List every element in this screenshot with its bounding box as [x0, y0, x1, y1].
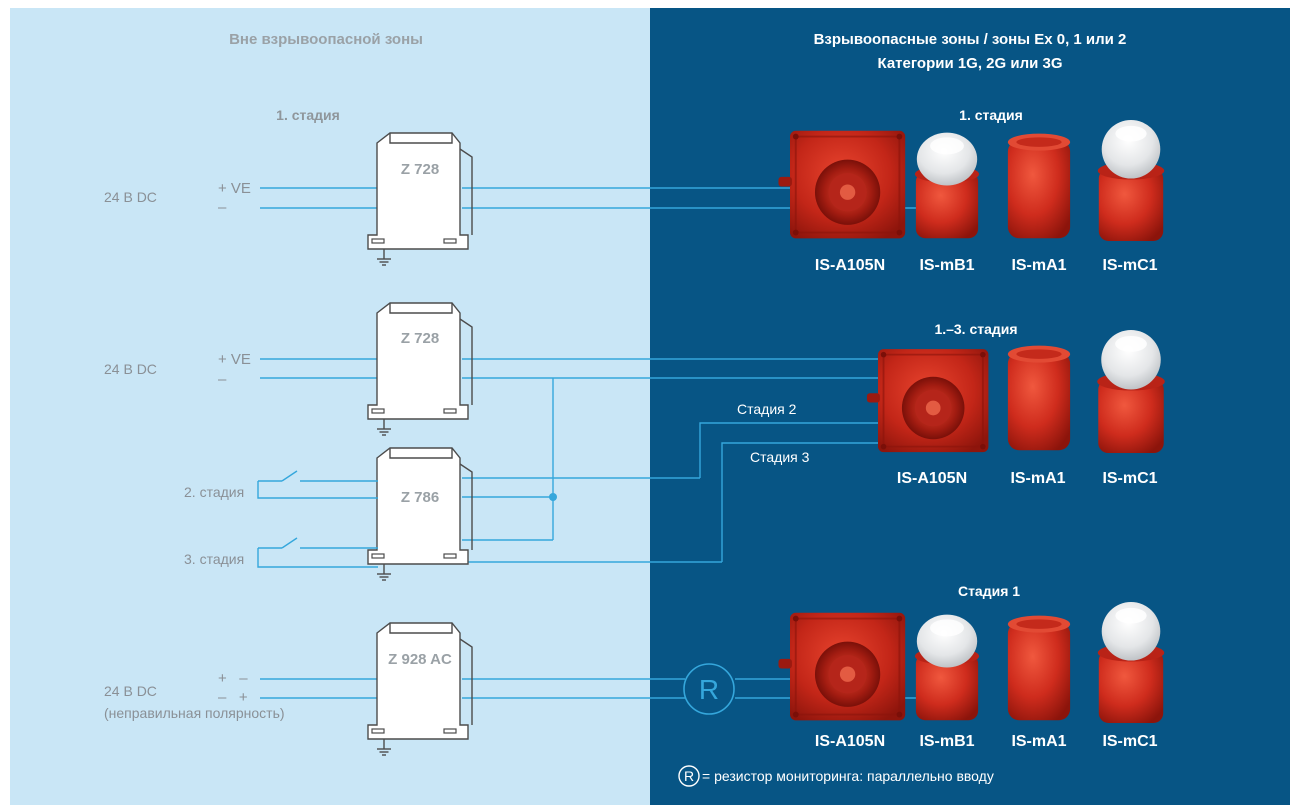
section2-supply-label: 24 В DC: [104, 361, 157, 377]
section3-device-4: IS-mC1: [1102, 733, 1157, 750]
footnote-text: = резистор мониторинга: параллельно ввод…: [702, 768, 994, 784]
footnote-resistor-symbol: [678, 765, 700, 787]
wire-stage-3-label: Стадия 3: [750, 449, 810, 465]
switch-stage-3-label: 3. стадия: [184, 551, 244, 567]
section2-device-2: IS-mA1: [1010, 470, 1065, 487]
section2-device-3: IS-mC1: [1102, 470, 1157, 487]
section1-supply-label: 24 В DC: [104, 189, 157, 205]
sounder-is-a105n-2: [866, 348, 990, 454]
barrier-z728-1: [367, 132, 473, 266]
section1-device-1: IS-A105N: [815, 257, 885, 274]
barrier-z786-label: Z 786: [401, 489, 439, 506]
section3-supply-note: (неправильная полярность): [104, 705, 285, 721]
section-2: 1.–3. стадия 24 В DC + VE – Стадия 2 Ста…: [104, 302, 1165, 581]
footnote-resistor-letter: R: [684, 768, 694, 784]
section2-minus-label: –: [218, 371, 227, 388]
beacon-is-mb1-1: [914, 132, 980, 239]
hazard-zone-title-line1: Взрывоопасные зоны / зоны Ex 0, 1 или 2: [814, 31, 1127, 48]
section3-stage-right: Стадия 1: [958, 583, 1020, 599]
section-1: 1. стадия 1. стадия 24 В DC + VE – Z 728…: [104, 107, 1165, 274]
section3-device-2: IS-mB1: [919, 733, 974, 750]
barrier-z928ac: [367, 622, 473, 756]
section3-supply-label: 24 В DC: [104, 683, 157, 699]
section1-minus-label: –: [218, 199, 227, 216]
barrier-z728-2: [367, 302, 473, 436]
section3-device-1: IS-A105N: [815, 733, 885, 750]
sounder-is-ma1-2: [1007, 345, 1071, 451]
section3-polarity-bottom: – +: [218, 689, 248, 706]
safe-zone: [10, 8, 650, 805]
section2-stage-right: 1.–3. стадия: [934, 321, 1017, 337]
section1-device-4: IS-mC1: [1102, 257, 1157, 274]
section2-device-1: IS-A105N: [897, 470, 967, 487]
sounder-is-ma1-3: [1007, 615, 1071, 721]
section1-plus-label: + VE: [218, 180, 251, 197]
combo-is-mc1-3: [1097, 602, 1165, 724]
section1-device-3: IS-mA1: [1011, 257, 1066, 274]
beacon-is-mb1-3: [914, 614, 980, 721]
sounder-is-ma1-1: [1007, 133, 1071, 239]
section1-device-2: IS-mB1: [919, 257, 974, 274]
sounder-is-a105n-3: [777, 611, 907, 722]
section3-device-3: IS-mA1: [1011, 733, 1066, 750]
safe-zone-title: Вне взрывоопасной зоны: [229, 31, 423, 48]
resistor-symbol-label: R: [699, 674, 719, 705]
resistor-symbol: [683, 663, 735, 715]
wire-stage-2-label: Стадия 2: [737, 401, 797, 417]
section-3: Стадия 1 24 В DC (неправильная полярност…: [104, 583, 1165, 756]
sounder-is-a105n-1: [777, 129, 907, 240]
section2-plus-label: + VE: [218, 351, 251, 368]
section1-stage-left: 1. стадия: [276, 107, 340, 123]
barrier-z728-2-label: Z 728: [401, 330, 439, 347]
switch-stage-2-label: 2. стадия: [184, 484, 244, 500]
barrier-z928ac-label: Z 928 AC: [388, 651, 452, 668]
section1-stage-right: 1. стадия: [959, 107, 1023, 123]
barrier-z728-1-label: Z 728: [401, 161, 439, 178]
hazard-zone-title-line2: Категории 1G, 2G или 3G: [877, 55, 1062, 72]
combo-is-mc1-2: [1097, 330, 1165, 454]
section3-polarity-top: + –: [218, 670, 248, 687]
barrier-z786: [367, 447, 473, 581]
combo-is-mc1-1: [1097, 120, 1165, 242]
footnote: R = резистор мониторинга: параллельно вв…: [678, 765, 994, 787]
